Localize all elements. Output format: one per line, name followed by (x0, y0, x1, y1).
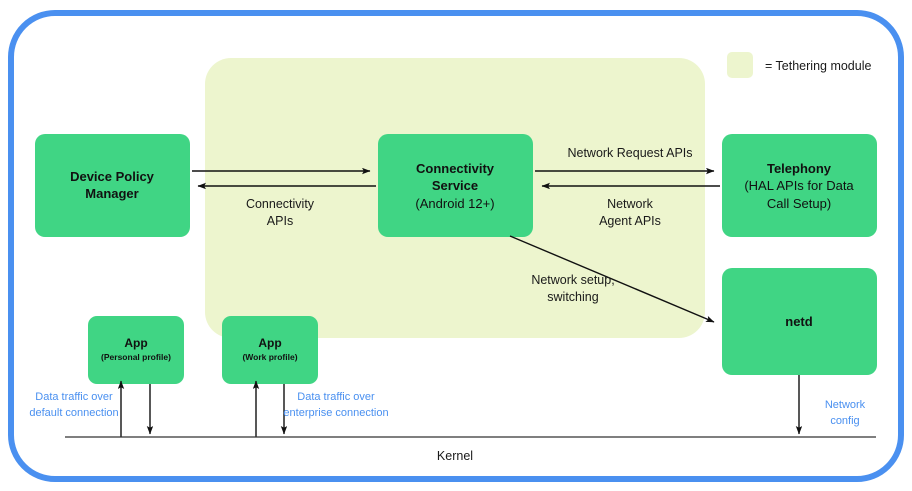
connectivity-service-subtitle: (Android 12+) (415, 196, 494, 211)
label-network-config-line2: config (830, 415, 859, 427)
connectivity-service-title-line2: Service (432, 178, 478, 193)
label-network-request-apis: Network Request APIs (567, 146, 692, 160)
kernel-label: Kernel (437, 449, 473, 463)
label-default-connection-line2: default connection (29, 407, 118, 419)
app-personal-subtitle: (Personal profile) (101, 352, 171, 362)
label-network-setup-line2: switching (547, 290, 598, 304)
arrow-connectivity-to-netd (509, 235, 715, 323)
label-connectivity-apis-line1: Connectivity (246, 197, 315, 211)
label-network-setup-line1: Network setup, (531, 273, 614, 287)
telephony-subtitle-line2: Call Setup) (767, 196, 831, 211)
telephony-subtitle-line1: (HAL APIs for Data (744, 178, 854, 193)
connectivity-service-title-line1: Connectivity (416, 161, 495, 176)
node-netd[interactable] (722, 268, 877, 375)
label-network-agent-apis-line1: Network (607, 197, 654, 211)
app-personal-title: App (124, 336, 147, 350)
netd-title: netd (785, 314, 813, 329)
label-enterprise-connection-line1: Data traffic over (297, 391, 375, 403)
outer-frame (8, 10, 904, 482)
node-app-work[interactable] (222, 316, 318, 384)
tethering-module-swatch (727, 52, 753, 78)
label-enterprise-connection-line2: enterprise connection (283, 407, 388, 419)
label-default-connection-line1: Data traffic over (35, 391, 113, 403)
device-policy-manager-title-line1: Device Policy (70, 169, 155, 184)
telephony-title: Telephony (767, 161, 832, 176)
label-network-agent-apis-line2: Agent APIs (599, 214, 661, 228)
device-policy-manager-title-line2: Manager (85, 186, 138, 201)
app-work-subtitle: (Work profile) (242, 352, 297, 362)
node-app-personal[interactable] (88, 316, 184, 384)
legend-label: = Tethering module (765, 59, 871, 73)
label-network-config-line1: Network (825, 399, 866, 411)
label-connectivity-apis-line2: APIs (267, 214, 293, 228)
node-telephony[interactable] (722, 134, 877, 237)
node-connectivity-service[interactable] (378, 134, 533, 237)
node-device-policy-manager[interactable] (35, 134, 190, 237)
app-work-title: App (258, 336, 281, 350)
